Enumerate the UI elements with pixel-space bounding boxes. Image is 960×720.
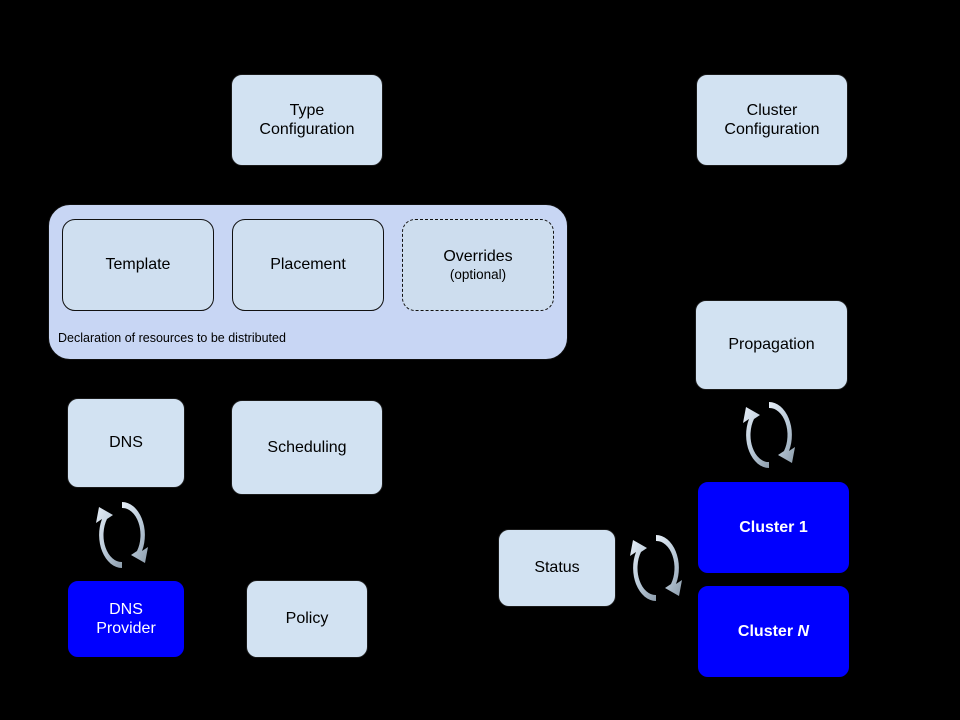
cluster-configuration-label-line1: Cluster <box>746 101 798 119</box>
sync-arrows-icon-status <box>630 535 682 601</box>
node-cluster-1[interactable]: Cluster 1 <box>697 481 850 574</box>
node-status[interactable]: Status <box>498 529 616 607</box>
node-overrides[interactable]: Overrides (optional) <box>402 219 554 311</box>
type-configuration-label-line2: Configuration <box>259 121 355 138</box>
sync-arrows-icon-dns <box>96 502 148 568</box>
node-dns-provider[interactable]: DNS Provider <box>67 580 185 658</box>
node-scheduling[interactable]: Scheduling <box>231 400 383 495</box>
cluster-1-label: Cluster 1 <box>739 518 807 537</box>
propagation-label: Propagation <box>728 336 815 354</box>
sync-arrows-icon-propagation <box>743 402 795 468</box>
scheduling-label: Scheduling <box>267 438 347 456</box>
overrides-label: Overrides (optional) <box>443 247 512 282</box>
cluster-configuration-label-line2: Configuration <box>724 121 820 138</box>
policy-label: Policy <box>285 610 329 628</box>
node-cluster-n[interactable]: Cluster N <box>697 585 850 678</box>
cluster-configuration-label: Cluster Configuration <box>724 101 819 139</box>
node-placement[interactable]: Placement <box>232 219 384 311</box>
overrides-label-sub: (optional) <box>449 266 507 282</box>
dns-label: DNS <box>109 434 143 452</box>
cluster-1-label-prefix: Cluster <box>739 518 799 536</box>
node-propagation[interactable]: Propagation <box>695 300 848 390</box>
node-template[interactable]: Template <box>62 219 214 311</box>
cluster-n-label-suffix: N <box>797 622 810 640</box>
placement-label: Placement <box>270 256 346 274</box>
cluster-n-label: Cluster N <box>738 622 809 641</box>
region-caption: Declaration of resources to be distribut… <box>58 331 286 345</box>
status-label: Status <box>534 559 580 577</box>
node-cluster-configuration[interactable]: Cluster Configuration <box>696 74 848 166</box>
type-configuration-label: Type Configuration <box>259 101 354 139</box>
overrides-label-main: Overrides <box>443 248 513 266</box>
node-type-configuration[interactable]: Type Configuration <box>231 74 383 166</box>
dns-provider-label: DNS Provider <box>96 600 156 638</box>
dns-provider-label-line1: DNS <box>109 600 143 618</box>
node-policy[interactable]: Policy <box>246 580 368 658</box>
dns-provider-label-line2: Provider <box>96 620 156 637</box>
cluster-n-label-prefix: Cluster <box>737 622 798 640</box>
type-configuration-label-line1: Type <box>289 101 325 119</box>
template-label: Template <box>105 256 171 274</box>
node-dns[interactable]: DNS <box>67 398 185 488</box>
cluster-1-label-suffix: 1 <box>798 518 808 536</box>
